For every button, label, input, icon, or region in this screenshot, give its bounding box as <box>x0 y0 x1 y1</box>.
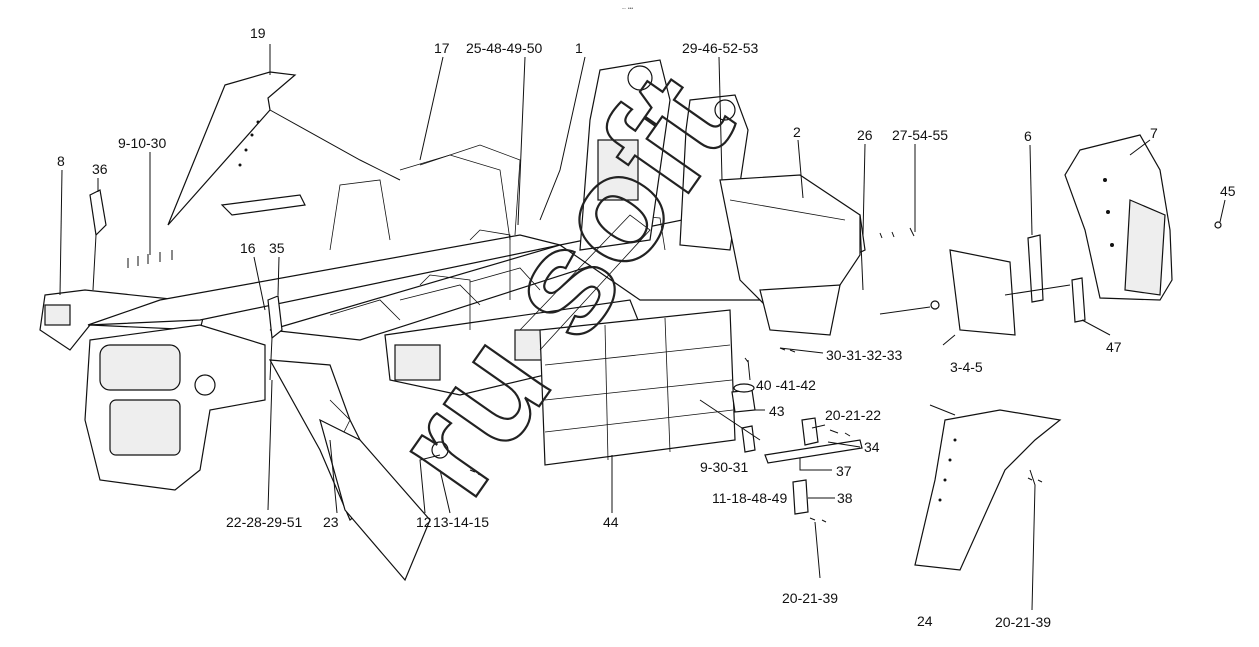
callout-3-4-5: 3-4-5 <box>950 359 983 375</box>
part-43-mount <box>731 383 756 413</box>
callout-13-14-15: 13-14-15 <box>433 514 489 530</box>
leader-lines <box>59 44 1226 611</box>
part-44-step-panel <box>519 214 736 466</box>
part-47-bracket <box>1071 277 1086 323</box>
part-24-fender <box>914 409 1062 571</box>
callout-23: 23 <box>323 514 339 530</box>
callout-2: 2 <box>793 124 801 140</box>
part-19-deflector <box>167 71 306 226</box>
callout-27-54-55: 27-54-55 <box>892 127 948 143</box>
callout-7: 7 <box>1150 125 1158 141</box>
right-cab-housing <box>719 174 861 336</box>
callout-36: 36 <box>92 161 108 177</box>
callout-29-46-52-53: 29-46-52-53 <box>682 40 758 56</box>
callout-30-31-32-33: 30-31-32-33 <box>826 347 902 363</box>
part-36-mirror <box>89 189 107 291</box>
callout-6: 6 <box>1024 128 1032 144</box>
top-caption: –· ••• <box>622 6 633 12</box>
part-3-4-5-plate <box>879 249 1016 336</box>
callout-26: 26 <box>857 127 873 143</box>
callout-35: 35 <box>269 240 285 256</box>
part-1-rear-arm <box>579 59 671 251</box>
callout-22-28-29-51: 22-28-29-51 <box>226 514 302 530</box>
callout-9-10-30: 9-10-30 <box>118 135 166 151</box>
callout-12: 12 <box>416 514 432 530</box>
callout-20-21-39-left: 20-21-39 <box>782 590 838 606</box>
callout-47: 47 <box>1106 339 1122 355</box>
callout-1: 1 <box>575 40 583 56</box>
callout-labels: 19 17 25-48-49-50 1 29-46-52-53 2 26 27-… <box>57 25 1236 630</box>
callout-40-41-42: 40 -41-42 <box>756 377 816 393</box>
part-34-37-bracket <box>741 417 863 464</box>
callout-38: 38 <box>837 490 853 506</box>
callout-43: 43 <box>769 403 785 419</box>
callout-16: 16 <box>240 240 256 256</box>
callout-34: 34 <box>864 439 880 455</box>
callout-9-30-31: 9-30-31 <box>700 459 748 475</box>
callout-44: 44 <box>603 514 619 530</box>
callout-25-48-49-50: 25-48-49-50 <box>466 40 542 56</box>
callout-37: 37 <box>836 463 852 479</box>
part-6-bracket <box>1027 234 1044 303</box>
callout-8: 8 <box>57 153 65 169</box>
callout-17: 17 <box>434 40 450 56</box>
part-35-mirror <box>267 295 283 381</box>
part-7-rear-cover <box>1064 134 1222 301</box>
callout-11-18-48-49: 11-18-48-49 <box>712 490 787 506</box>
callout-20-21-39-right: 20-21-39 <box>995 614 1051 630</box>
callout-19: 19 <box>250 25 266 41</box>
callout-24: 24 <box>917 613 933 629</box>
part-38-bracket <box>792 479 809 515</box>
callout-20-21-22: 20-21-22 <box>825 407 881 423</box>
part-12-mudguard <box>319 418 449 582</box>
callout-45: 45 <box>1220 183 1236 199</box>
